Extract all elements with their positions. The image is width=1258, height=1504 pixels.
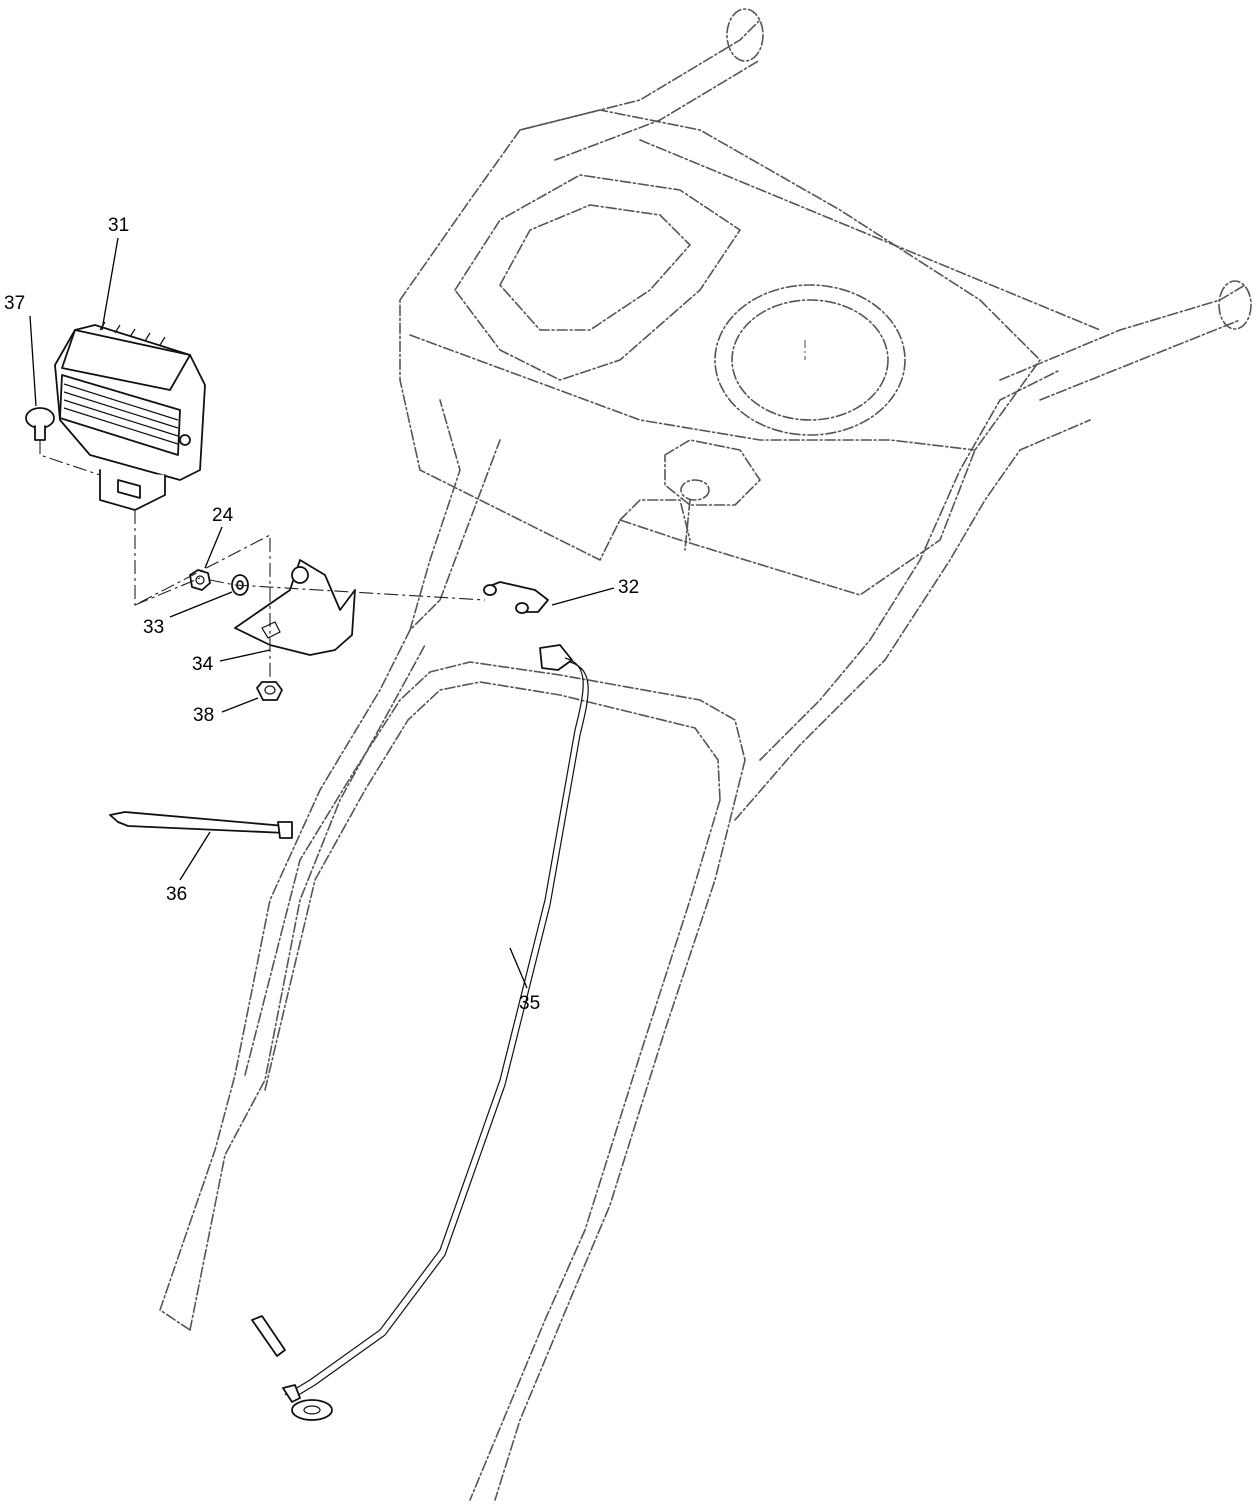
wiring-harness — [251, 644, 589, 1421]
nut — [189, 569, 211, 591]
bracket — [234, 559, 356, 656]
headlight — [54, 321, 206, 511]
locknut — [256, 681, 283, 701]
push-rivet — [25, 407, 55, 441]
assembly-lines — [39, 440, 486, 680]
cable-tie — [109, 811, 293, 839]
handle-frame-outline — [159, 369, 1091, 1501]
leader-lines — [29, 237, 615, 989]
callout-38: 38 — [193, 705, 214, 726]
callout-34: 34 — [192, 654, 214, 675]
callout-31: 31 — [108, 215, 129, 236]
callout-33: 33 — [143, 617, 164, 638]
callout-36: 36 — [166, 884, 187, 905]
handle-grips — [519, 8, 1252, 401]
callout-labels: 31 37 24 33 32 34 38 36 35 — [4, 215, 639, 1014]
grommet — [483, 581, 549, 614]
callout-32: 32 — [618, 577, 639, 598]
callout-35: 35 — [519, 993, 540, 1014]
callout-24: 24 — [212, 505, 234, 526]
console-housing — [399, 109, 1041, 596]
callout-37: 37 — [4, 293, 25, 314]
